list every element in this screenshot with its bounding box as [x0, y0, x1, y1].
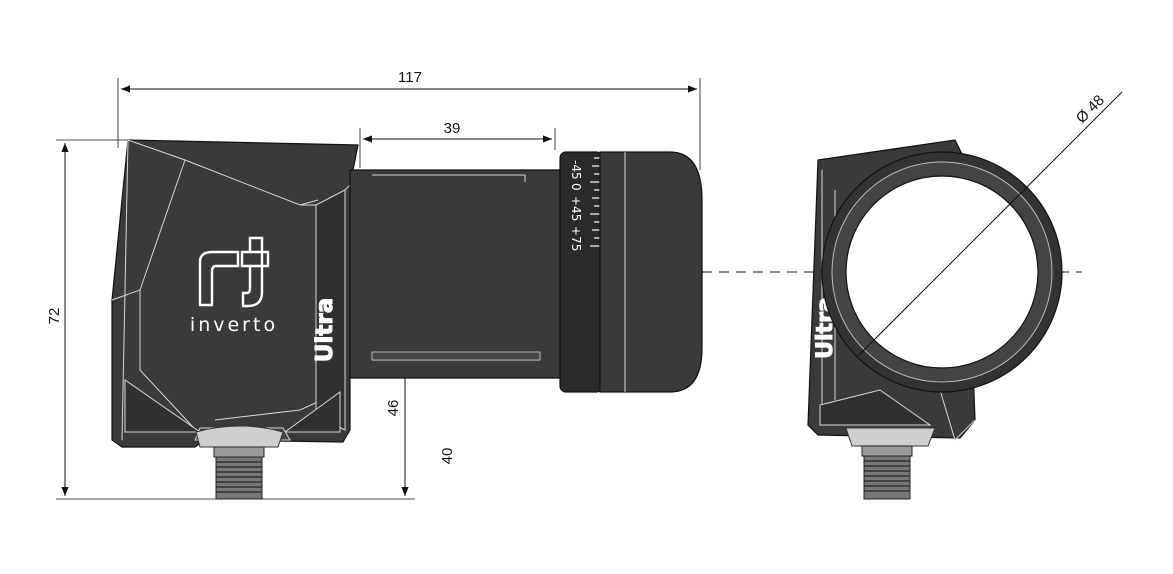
scale-mark-4: +75: [569, 226, 583, 251]
dimension-72-label: 72: [46, 308, 63, 325]
dimension-diameter-label: Ø 48: [1073, 92, 1108, 127]
inverto-logo-icon: [198, 236, 270, 308]
diameter-leader-line: [857, 91, 1123, 357]
front-f-connector: [845, 427, 936, 500]
dimension-40-label: 40: [439, 448, 456, 465]
lnb-side-panel: [315, 189, 346, 431]
lnb-front-view: Ultra Ø 48: [807, 91, 1123, 500]
dimension-39-label: 39: [444, 120, 461, 137]
f-connector: [195, 425, 284, 500]
scale-ticks: [590, 157, 600, 247]
scale-mark-2: 0: [569, 183, 583, 191]
feed-tube: [349, 169, 561, 379]
brand-model: Ultra: [312, 298, 338, 362]
dimension-tube-length: 39: [359, 120, 556, 168]
dimension-46-label: 46: [385, 400, 402, 417]
dimension-117-label: 117: [398, 69, 422, 86]
brand-name: inverto: [190, 314, 278, 336]
front-lower-facet: [819, 389, 932, 426]
lnb-lower-right-facet: [283, 391, 341, 433]
scale-mark-1: -45: [569, 160, 583, 180]
dimension-overall-length: 117: [117, 69, 701, 170]
lnb-side-view: inverto Ultra -45 0 +45 +75: [111, 139, 703, 500]
scale-mark-3: +45: [569, 196, 583, 221]
horn-cap: [599, 151, 703, 393]
lnb-lower-left-facet: [124, 379, 202, 433]
